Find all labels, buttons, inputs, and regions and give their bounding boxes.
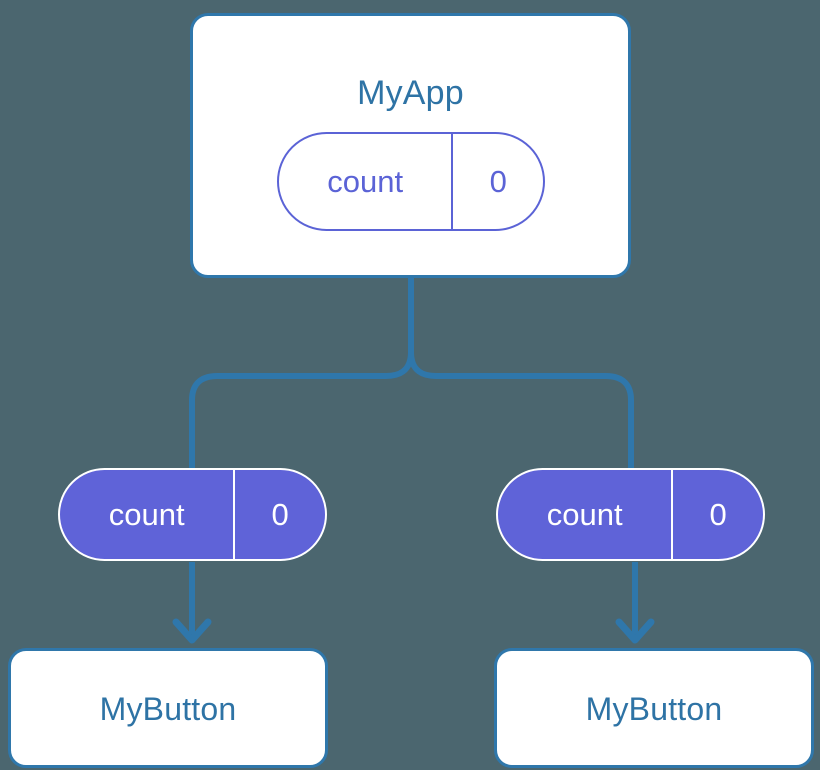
state-pill-myapp[interactable]: count 0 (277, 132, 545, 231)
arrow-left-head-icon (172, 618, 212, 644)
state-pill-right[interactable]: count 0 (496, 468, 765, 561)
arrow-right-head-icon (615, 618, 655, 644)
state-pill-right-key: count (546, 497, 623, 532)
branch-left-connector (189, 351, 414, 468)
component-mybutton-right[interactable]: MyButton (494, 648, 814, 768)
state-pill-myapp-key: count (327, 164, 404, 199)
state-pill-left[interactable]: count 0 (58, 468, 327, 561)
state-pill-left-key: count (108, 497, 185, 532)
state-pill-right-value: 0 (671, 470, 763, 559)
component-mybutton-right-title: MyButton (585, 691, 723, 727)
branch-right-connector (408, 351, 634, 468)
state-pill-left-value: 0 (233, 470, 325, 559)
component-mybutton-left-title: MyButton (99, 691, 237, 727)
component-mybutton-left[interactable]: MyButton (8, 648, 328, 768)
component-myapp-title: MyApp (357, 74, 464, 112)
state-pill-myapp-value: 0 (451, 134, 543, 229)
